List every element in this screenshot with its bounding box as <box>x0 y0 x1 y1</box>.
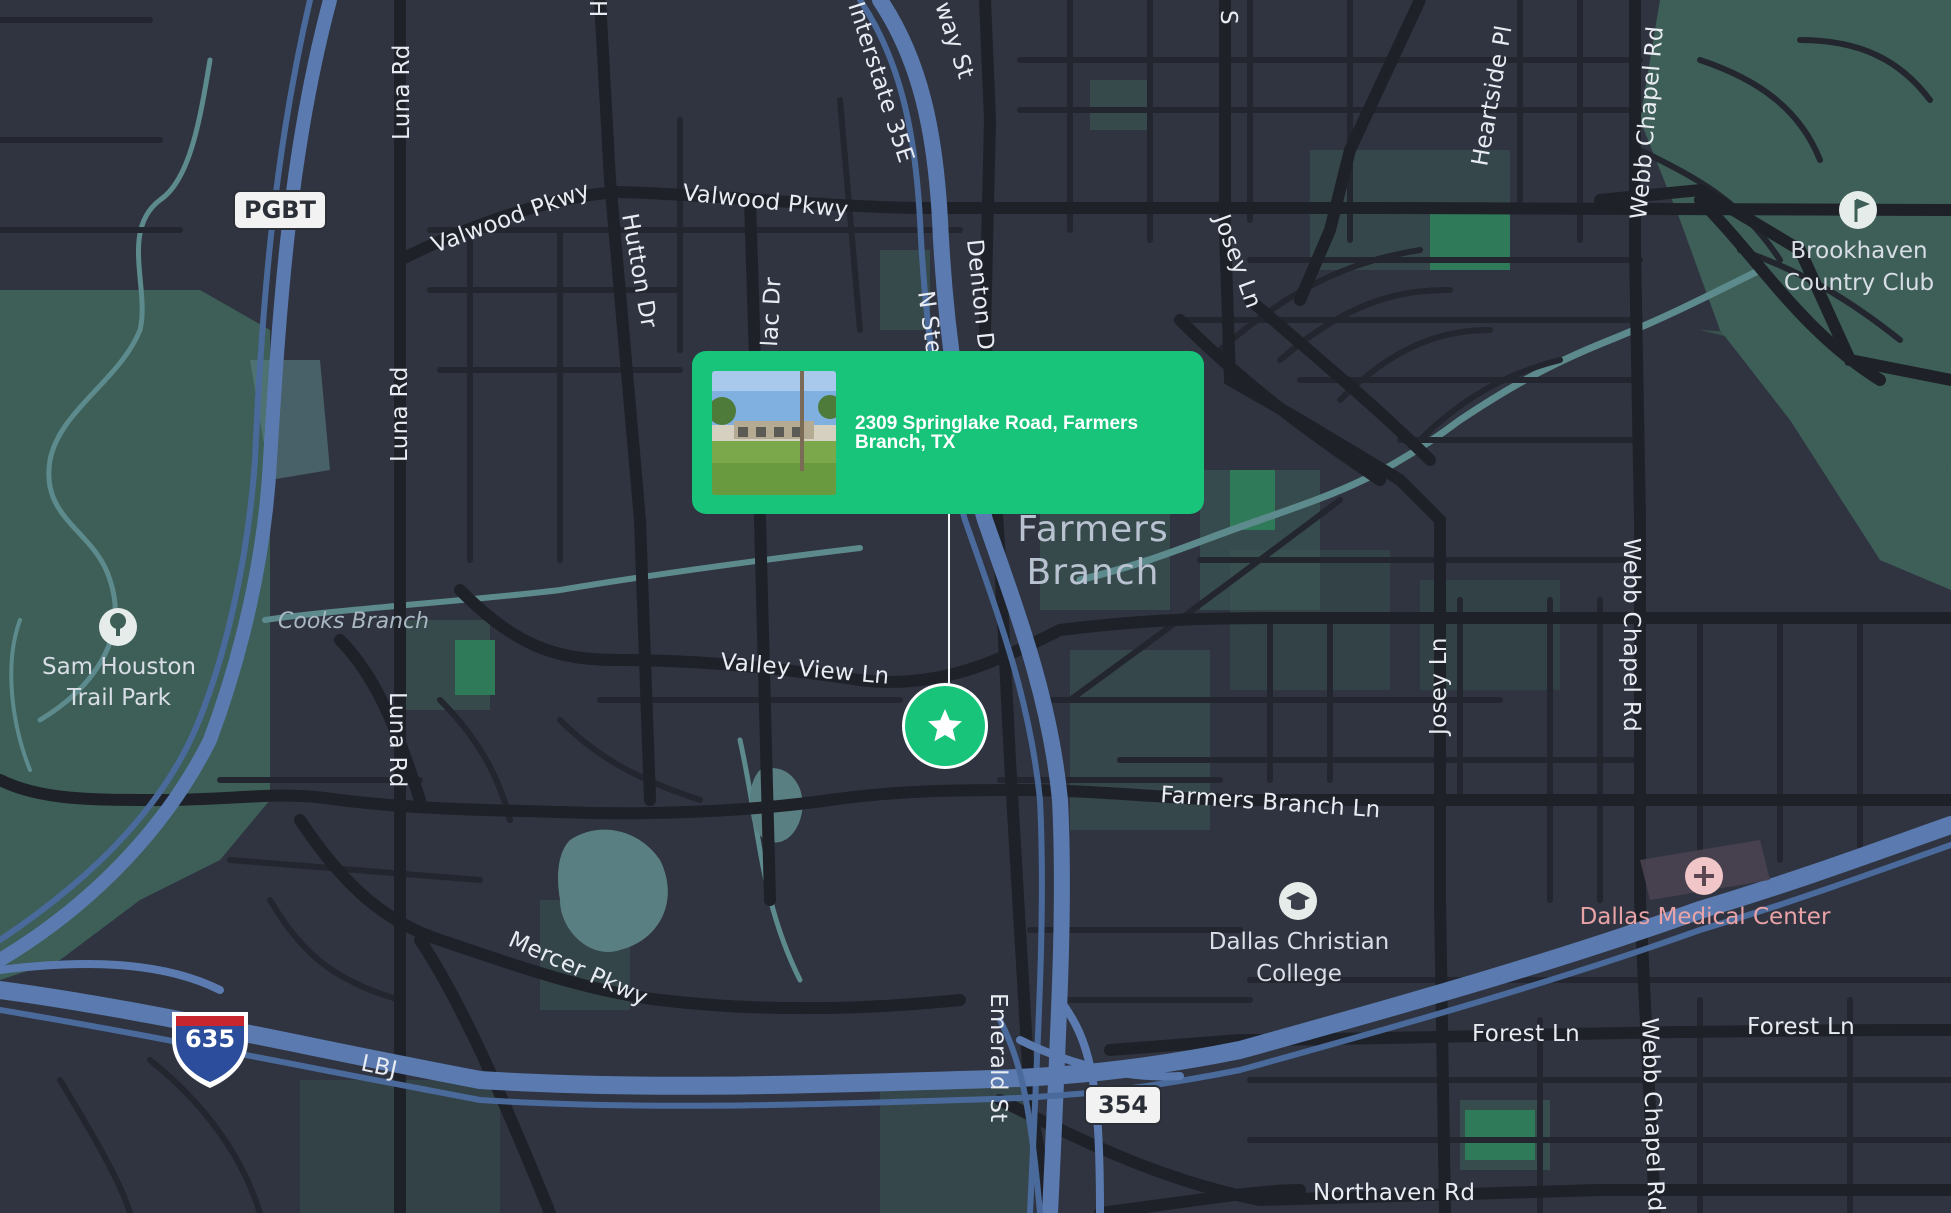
street-label-luna-rd-south: Luna Rd <box>384 692 410 788</box>
poi-label-line-1: Sam Houston <box>42 654 196 680</box>
street-label-josey-ln-south: Josey Ln <box>1426 637 1452 737</box>
poi-brookhaven-country-club[interactable]: Brookhaven Country Club <box>1784 191 1934 296</box>
shield-label: 354 <box>1098 1091 1148 1119</box>
poi-label-line-2: College <box>1256 961 1342 987</box>
poi-dallas-medical-center[interactable]: Dallas Medical Center <box>1580 840 1831 930</box>
street-label-forest-ln-east: Forest Ln <box>1747 1014 1855 1040</box>
star-icon <box>928 709 962 742</box>
street-label-luna-rd-north: Luna Rd <box>389 44 415 140</box>
pin-connector-line <box>948 514 950 687</box>
street-label-webb-chapel-rd-mid: Webb Chapel Rd <box>1618 538 1644 732</box>
street-label-h-partial: H <box>584 0 610 18</box>
hospital-icon <box>1685 857 1723 895</box>
street-label-lilac-dr: lac Dr <box>757 276 787 347</box>
poi-label-line-2: Trail Park <box>66 685 172 711</box>
street-label-luna-rd-mid: Luna Rd <box>387 366 413 462</box>
poi-label: Dallas Medical Center <box>1580 904 1831 930</box>
shield-354: 354 <box>1084 1085 1162 1125</box>
shield-label: PGBT <box>244 196 317 224</box>
street-label-forest-ln-west: Forest Ln <box>1472 1021 1580 1047</box>
water-label-cooks-branch: Cooks Branch <box>278 609 429 634</box>
listing-popup-card[interactable]: 2309 Springlake Road, Farmers Branch, TX <box>692 351 1204 514</box>
street-label-s-partial: S <box>1215 10 1241 25</box>
tree-icon <box>99 608 137 646</box>
golf-icon <box>1839 191 1877 229</box>
graduation-cap-icon <box>1279 882 1317 920</box>
city-label-line-2: Branch <box>1027 552 1160 593</box>
street-label-emerald-st: Emerald St <box>985 993 1011 1123</box>
poi-sam-houston-trail-park[interactable]: Sam Houston Trail Park <box>42 608 196 711</box>
listing-marker-pin[interactable] <box>905 686 985 766</box>
listing-address: 2309 Springlake Road, Farmers Branch, TX <box>855 412 1139 453</box>
street-label-northaven-rd: Northaven Rd <box>1313 1180 1475 1206</box>
city-label: Farmers Branch <box>1017 509 1168 593</box>
shield-pgbt: PGBT <box>233 190 327 230</box>
shield-label: 635 <box>185 1025 235 1053</box>
shield-i635: 635 <box>172 1012 248 1088</box>
poi-dallas-christian-college[interactable]: Dallas Christian College <box>1209 882 1390 987</box>
listing-photo[interactable] <box>712 370 836 495</box>
poi-label-line-1: Brookhaven <box>1790 238 1927 264</box>
poi-label-line-2: Country Club <box>1784 270 1934 296</box>
poi-label-line-1: Dallas Christian <box>1209 929 1390 955</box>
city-label-line-1: Farmers <box>1017 509 1168 550</box>
